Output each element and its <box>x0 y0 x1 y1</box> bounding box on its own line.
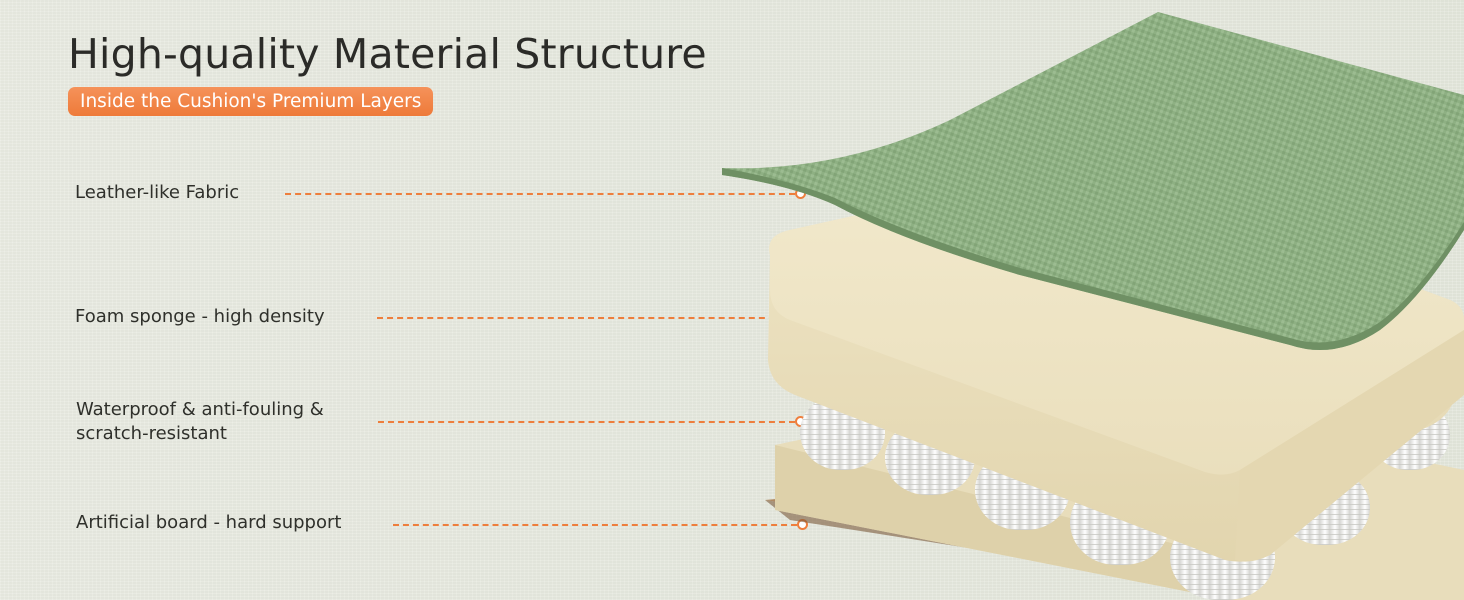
layer-label-foam: Foam sponge - high density <box>75 306 325 327</box>
cushion-layers-illustration <box>722 12 1464 600</box>
leader-line-waterproof <box>378 421 795 423</box>
layer-label-waterproof: Waterproof & anti-fouling & scratch-resi… <box>76 398 324 446</box>
page-title: High-quality Material Structure <box>68 30 707 78</box>
subtitle-badge: Inside the Cushion's Premium Layers <box>68 87 434 116</box>
layer-label-fabric: Leather-like Fabric <box>75 182 240 203</box>
layer-label-waterproof-line1: Waterproof & anti-fouling & <box>76 399 324 420</box>
layer-label-board: Artificial board - hard support <box>76 512 342 533</box>
leader-line-board <box>393 524 797 526</box>
leader-line-fabric <box>285 193 795 195</box>
fabric-layer <box>722 12 1464 350</box>
layer-label-waterproof-line2: scratch-resistant <box>76 423 227 444</box>
leader-line-foam <box>377 317 795 319</box>
